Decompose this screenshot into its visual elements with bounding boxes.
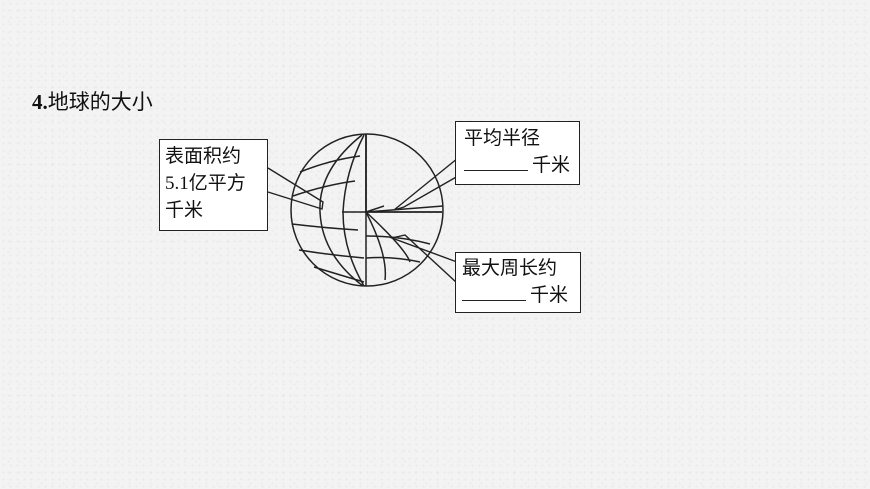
circumference-answer-blank[interactable]: [462, 282, 526, 301]
area-value: 5.1: [165, 173, 189, 194]
circumference-unit: 千米: [530, 284, 569, 306]
equator-rim: [365, 205, 444, 213]
latitude-line: [365, 256, 421, 263]
radius-label: 平均半径: [464, 127, 541, 149]
area-unit-part: 亿平方: [188, 172, 246, 194]
section-heading: 4.地球的大小: [32, 88, 153, 116]
circumference-pointer: [389, 234, 458, 284]
latitude-line: [298, 249, 365, 259]
sphere-outline: [290, 133, 444, 287]
meridian-line: [365, 211, 387, 281]
latitude-line: [365, 235, 431, 245]
area-unit-end: 千米: [165, 199, 204, 221]
meridian-line: [319, 134, 364, 287]
cutaway-edge: [365, 134, 442, 213]
max-circumference-box: 最大周长约 千米: [455, 252, 581, 313]
circumference-label: 最大周长约: [462, 257, 558, 279]
latitude-line: [292, 180, 356, 197]
globe: [290, 133, 444, 287]
surface-area-box: 表面积约 5.1亿平方 千米: [159, 139, 268, 231]
pointer-lines: [267, 157, 459, 284]
mean-radius-box: 平均半径 千米: [455, 121, 580, 185]
latitude-line: [291, 223, 359, 231]
radius-unit: 千米: [532, 154, 571, 176]
area-label: 表面积约: [165, 145, 242, 167]
section-title: 地球的大小: [47, 90, 153, 114]
radius-answer-blank[interactable]: [464, 152, 528, 171]
radius-pointer: [393, 157, 459, 211]
section-number: 4.: [32, 90, 48, 114]
latitude-line: [313, 266, 365, 283]
